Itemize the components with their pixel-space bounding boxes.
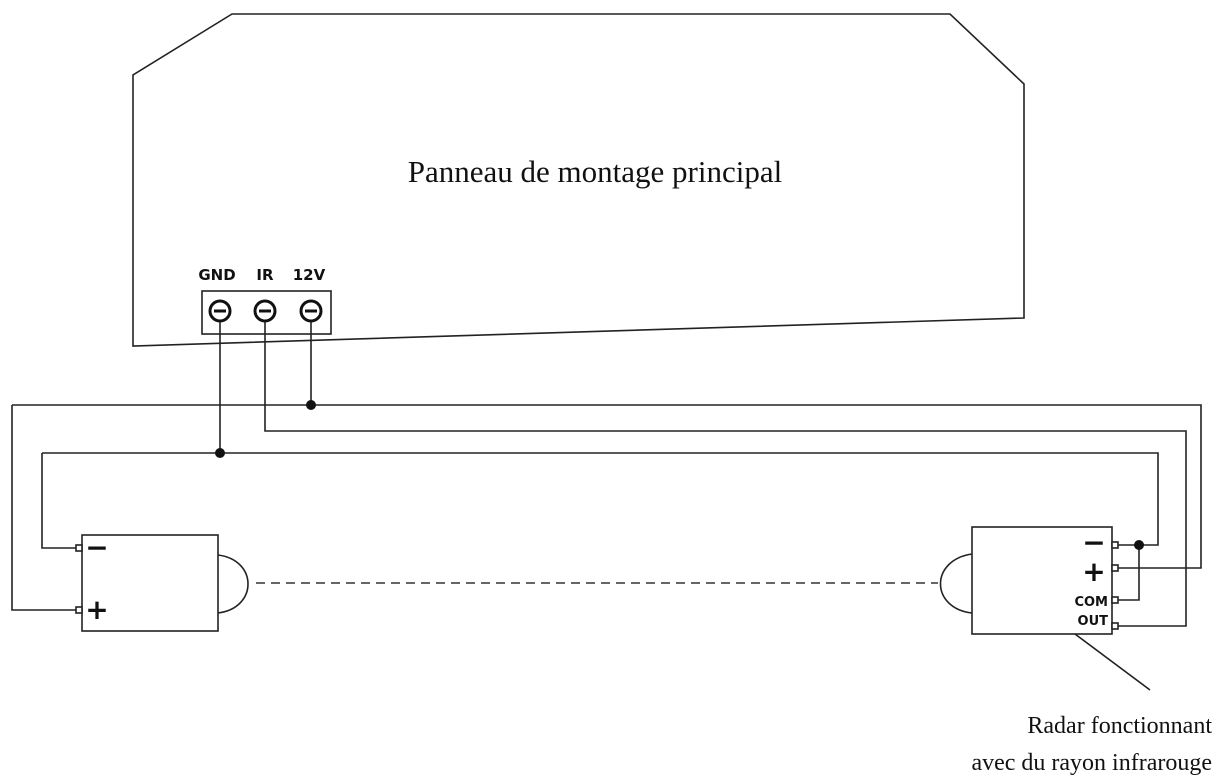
receiver-unit: − + COM OUT <box>939 526 1119 635</box>
terminal-block: GND IR 12V <box>198 266 332 335</box>
caption-line-1: Radar fonctionnant <box>1027 713 1212 739</box>
transmitter-unit: − + <box>75 531 249 632</box>
receiver-pin-minus: − <box>1082 526 1105 559</box>
terminal-label-ir: IR <box>256 266 274 284</box>
terminal-screw-ir <box>253 299 277 323</box>
wire-ir <box>264 322 1187 627</box>
transmitter-lens <box>217 554 249 614</box>
receiver-pin-com-terminal <box>1111 596 1119 604</box>
terminal-screw-12v <box>299 299 323 323</box>
receiver-pin-plus-terminal <box>1111 564 1119 572</box>
caption-leader-line <box>1074 633 1151 691</box>
wire-com-link <box>1118 545 1140 601</box>
transmitter-pin-plus-terminal <box>75 606 83 614</box>
wire-12v <box>11 322 1202 611</box>
receiver-pin-com: COM <box>1074 595 1108 610</box>
transmitter-pin-minus: − <box>85 531 108 564</box>
junction-gnd <box>215 448 225 458</box>
receiver-lens <box>939 553 973 614</box>
panel-title: Panneau de montage principal <box>408 154 782 189</box>
receiver-pin-out-terminal <box>1111 622 1119 630</box>
terminal-screw-gnd <box>208 299 232 323</box>
transmitter-body <box>81 534 219 632</box>
transmitter-pin-minus-terminal <box>75 544 83 552</box>
wire-gnd <box>41 322 1159 549</box>
caption-line-2: avec du rayon infrarouge <box>971 750 1212 776</box>
receiver-pin-minus-terminal <box>1111 541 1119 549</box>
main-panel-outline <box>132 13 1025 347</box>
receiver-body <box>971 526 1113 635</box>
junction-12v <box>306 400 316 410</box>
junction-receiver-gnd <box>1134 540 1144 550</box>
receiver-pin-plus: + <box>1082 555 1105 588</box>
terminal-label-12v: 12V <box>293 266 326 284</box>
terminal-label-gnd: GND <box>198 266 235 284</box>
receiver-pin-out: OUT <box>1078 614 1109 629</box>
transmitter-pin-plus: + <box>85 593 108 626</box>
